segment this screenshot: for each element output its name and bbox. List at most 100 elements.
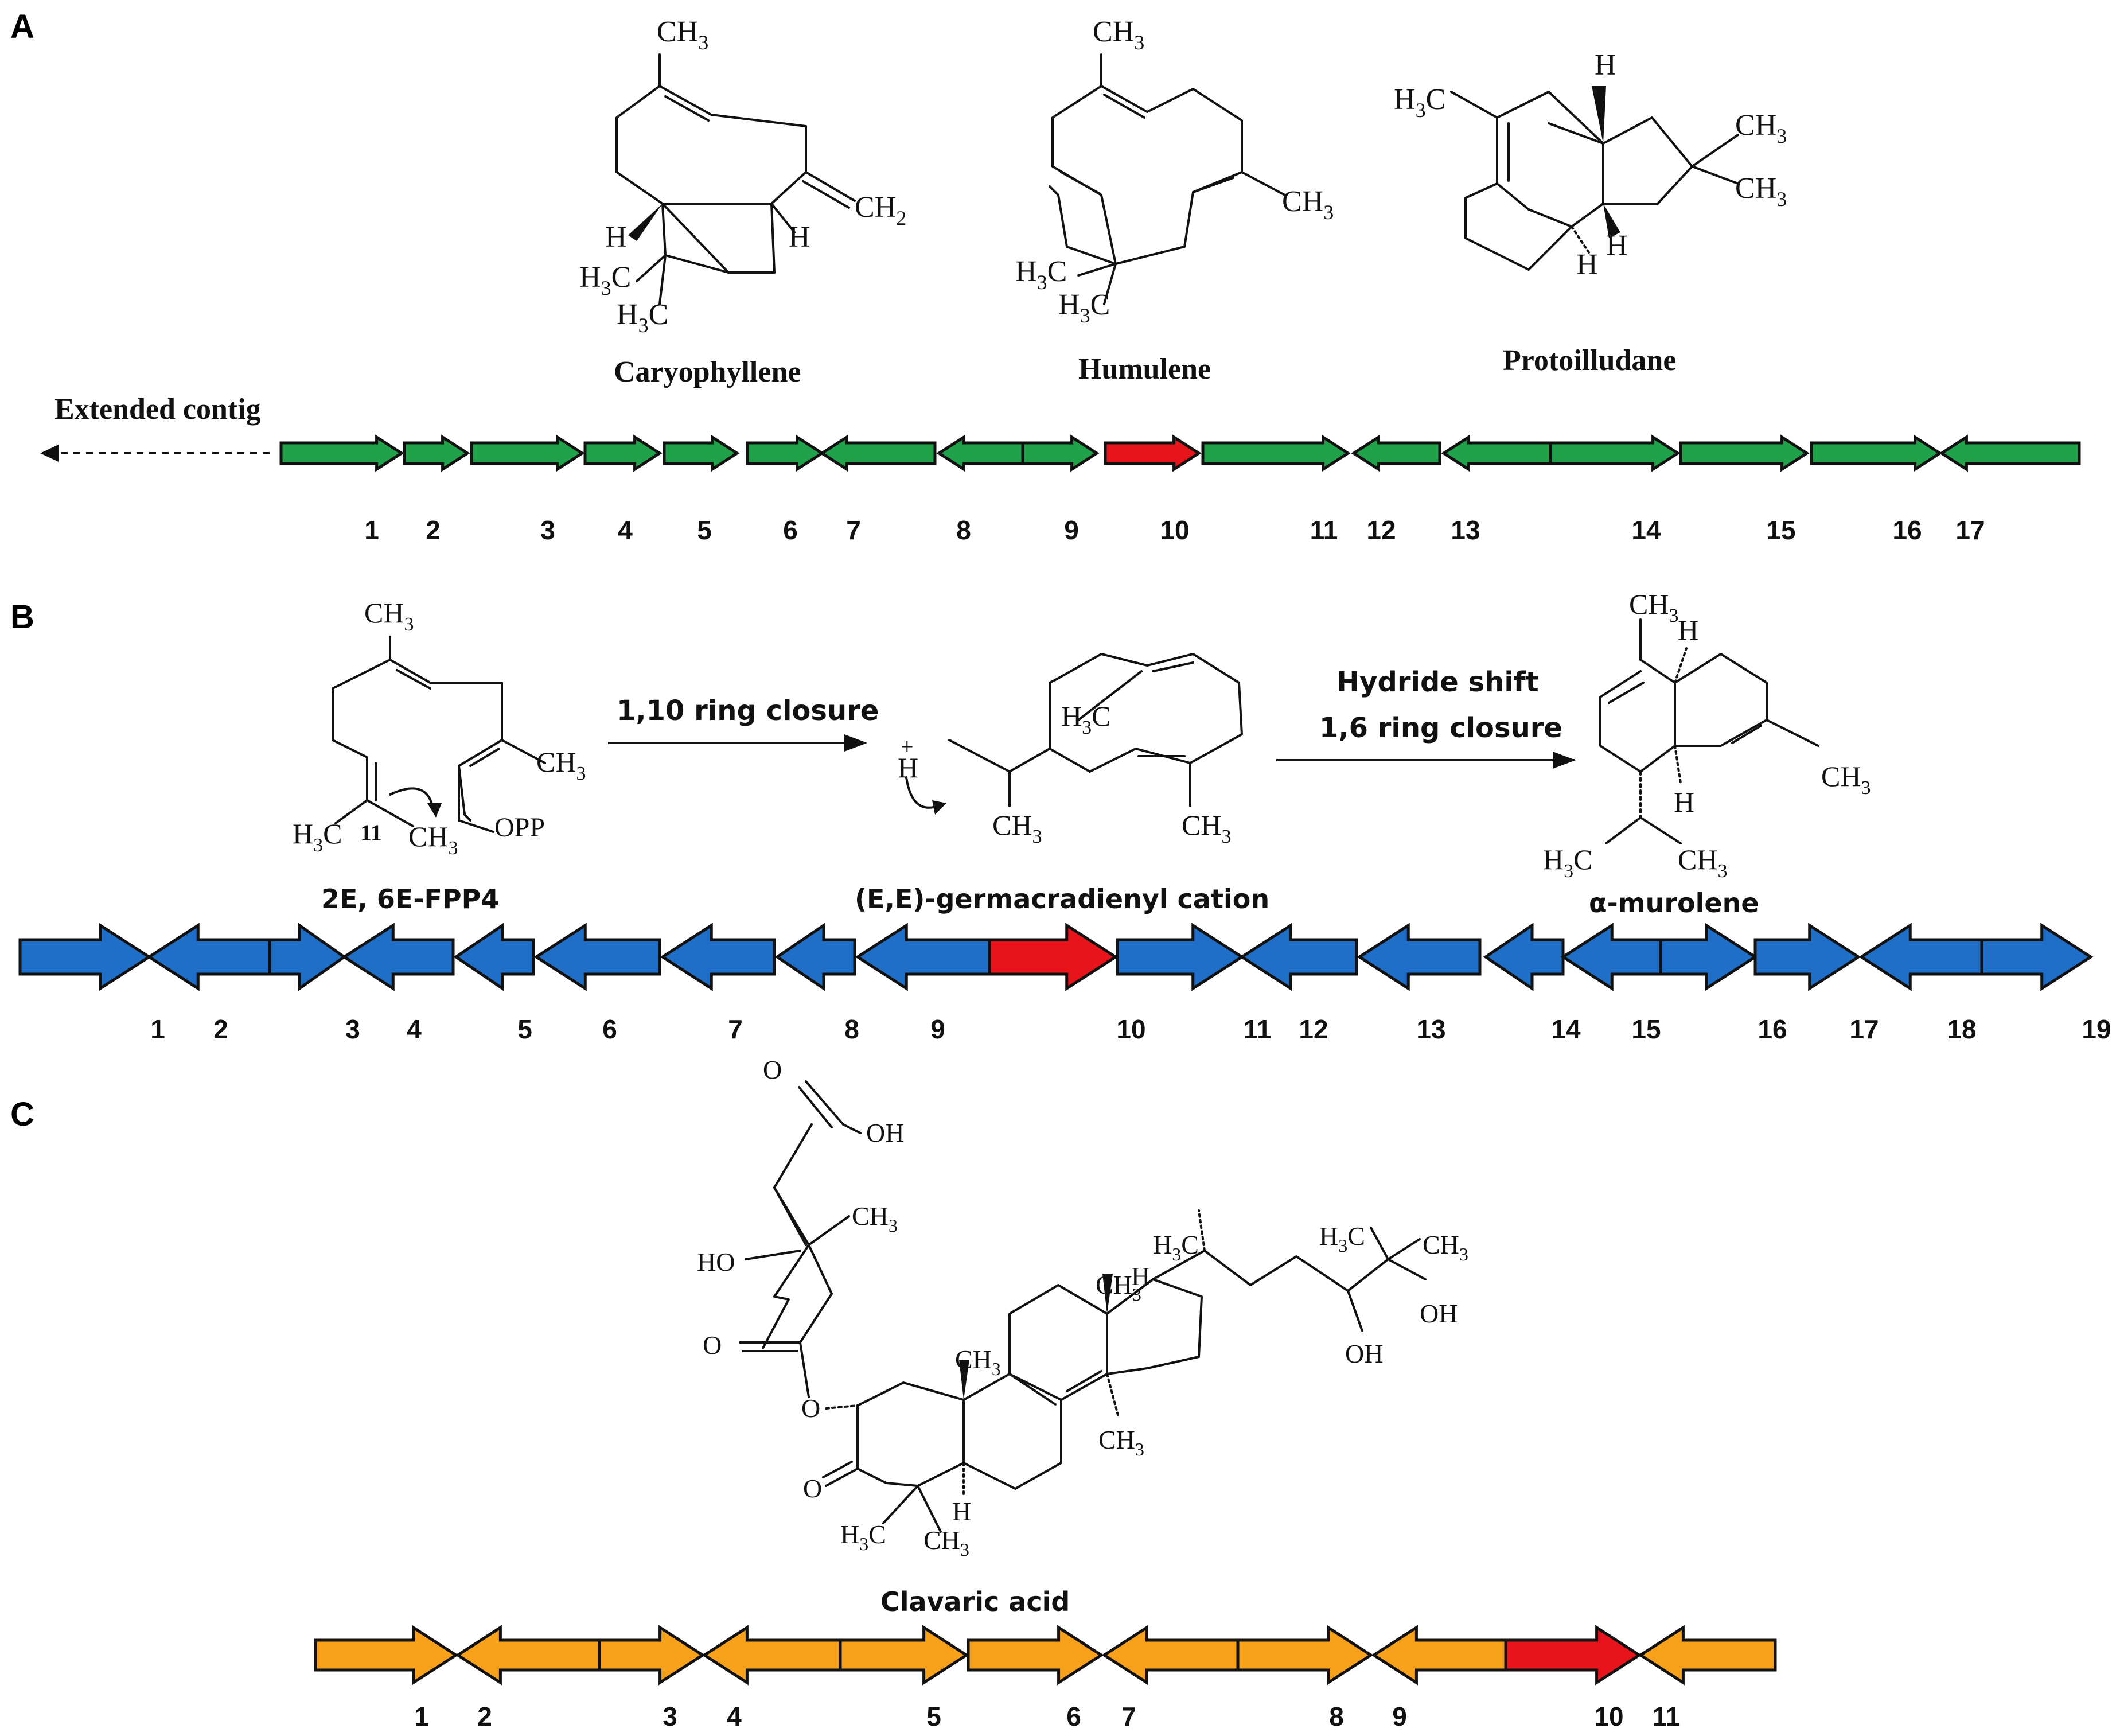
cation-h3c: H3C: [1061, 700, 1110, 738]
humulene-structure: [1049, 53, 1286, 305]
panel-a-letter: A: [10, 8, 34, 45]
gene-arrow: [403, 434, 470, 472]
clav-h3c-side: H3C: [1153, 1230, 1199, 1264]
gene-arrow: [746, 434, 825, 472]
gene-arrow: [1351, 434, 1441, 472]
cation-plus: +: [901, 734, 914, 760]
gene-number: 10: [1160, 515, 1189, 545]
gene-cluster-b: [18, 923, 2094, 991]
gene-arrow: [1239, 923, 1358, 991]
humulene-h3c-1: H3C: [1015, 255, 1067, 294]
gene-number: 12: [1299, 1014, 1328, 1044]
gene-arrow: [1980, 923, 2094, 991]
gene-arrow: [1116, 923, 1245, 991]
gene-number: 10: [1116, 1014, 1145, 1044]
gene-number: 5: [517, 1014, 532, 1044]
gene-number: 5: [926, 1702, 941, 1731]
panel-b-letter: B: [10, 598, 34, 636]
clav-o-link: O: [801, 1394, 820, 1423]
gene-number: 4: [407, 1014, 422, 1044]
gene-arrow: [839, 1625, 969, 1686]
gene-number: 1: [150, 1014, 165, 1044]
murolene-h-bottom: H: [1674, 786, 1694, 818]
gene-number: 13: [1416, 1014, 1445, 1044]
compound-germacradienyl: (E,E)-germacradienyl cation: [855, 883, 1269, 914]
gene-arrow: [702, 1625, 842, 1686]
gene-number: 7: [728, 1014, 743, 1044]
murolene-h3c: H3C: [1543, 843, 1592, 882]
gene-number: 8: [956, 515, 971, 545]
fpp-structure: [332, 636, 546, 833]
gene-number: 14: [1631, 515, 1661, 545]
gene-arrow: [1441, 434, 1552, 472]
gene-arrow: [1858, 923, 1983, 991]
fpp-ch3-right: CH3: [536, 746, 586, 784]
gene-number: 4: [727, 1702, 742, 1731]
gene-number: 17: [1955, 515, 1985, 545]
gene-number: 9: [1392, 1702, 1407, 1731]
extended-contig-label: Extended contig: [54, 393, 261, 426]
clav-ch3-acid: CH3: [852, 1201, 898, 1236]
fpp-ch3-top: CH3: [364, 597, 414, 635]
fpp-ch3-bottom: CH3: [408, 820, 458, 859]
compound-caryophyllene: Caryophyllene: [614, 356, 801, 388]
gene-arrow: [1236, 1625, 1374, 1686]
gene-arrow: [1549, 434, 1681, 472]
gene-number: 2: [426, 515, 441, 545]
panel-c-letter: C: [10, 1096, 34, 1133]
clav-h-ringd: H: [1131, 1262, 1150, 1291]
gene-arrow: [1659, 923, 1758, 991]
caryo-ch2: CH2: [855, 191, 906, 229]
fpp-c11-label: 11: [360, 820, 382, 846]
gene-arrow: [455, 1625, 601, 1686]
gene-number: 8: [1329, 1702, 1344, 1731]
clav-ch3-bottom: CH3: [923, 1525, 969, 1560]
humulene-ch3-top: CH3: [1093, 15, 1144, 54]
gene-number: 4: [618, 515, 633, 545]
gene-arrow: [1201, 434, 1351, 472]
proto-h3c: H3C: [1394, 83, 1445, 122]
extended-contig-arrowhead: [40, 445, 59, 462]
fpp-opp: OPP: [494, 812, 545, 843]
gene-number: 6: [602, 1014, 617, 1044]
gene-arrow: [470, 434, 585, 472]
gene-arrow: [1021, 434, 1100, 472]
gene-number: 6: [1066, 1702, 1081, 1731]
protoilludane-structure: [1450, 86, 1739, 271]
clav-ch3-tail: CH3: [1423, 1230, 1468, 1264]
caryo-h-left: H: [605, 221, 627, 254]
gene-arrow: [453, 923, 535, 991]
gene-number: 7: [846, 515, 861, 545]
gene-cluster-a: [279, 434, 2081, 472]
gene-arrow: [855, 923, 991, 991]
reaction-arrow-2-label-1: Hydride shift: [1336, 666, 1539, 698]
proto-h-bottom-2: H: [1576, 248, 1598, 281]
gene-number: 12: [1366, 515, 1396, 545]
gene-number: 18: [1947, 1014, 1976, 1044]
gene-number: 16: [1758, 1014, 1787, 1044]
gene-arrow: [598, 1625, 706, 1686]
gene-number: 15: [1631, 1014, 1661, 1044]
proto-ch3-2: CH3: [1735, 172, 1787, 211]
gene-arrow: [1679, 434, 1810, 472]
gene-number: 17: [1849, 1014, 1879, 1044]
clav-ch3-ringd: CH3: [1098, 1425, 1144, 1459]
gene-arrow: [341, 923, 455, 991]
proto-ch3-1: CH3: [1735, 109, 1787, 147]
caryo-h3c-1: H3C: [579, 261, 631, 299]
gene-number: 11: [1653, 1702, 1681, 1731]
compound-murolene: α-murolene: [1589, 888, 1759, 918]
gene-arrow: [1753, 923, 1861, 991]
murolene-structure: [1599, 618, 1819, 844]
gene-number: 2: [477, 1702, 492, 1731]
cation-ch3-1: CH3: [992, 809, 1042, 847]
gene-number: 5: [697, 515, 712, 545]
gene-arrow: [1371, 1625, 1507, 1686]
compound-clavaric-acid: Clavaric acid: [880, 1586, 1070, 1617]
gene-arrow: [819, 434, 937, 472]
gene-arrow: [660, 923, 776, 991]
clav-o-ester: O: [703, 1330, 722, 1360]
gene-number: 11: [1310, 515, 1338, 545]
